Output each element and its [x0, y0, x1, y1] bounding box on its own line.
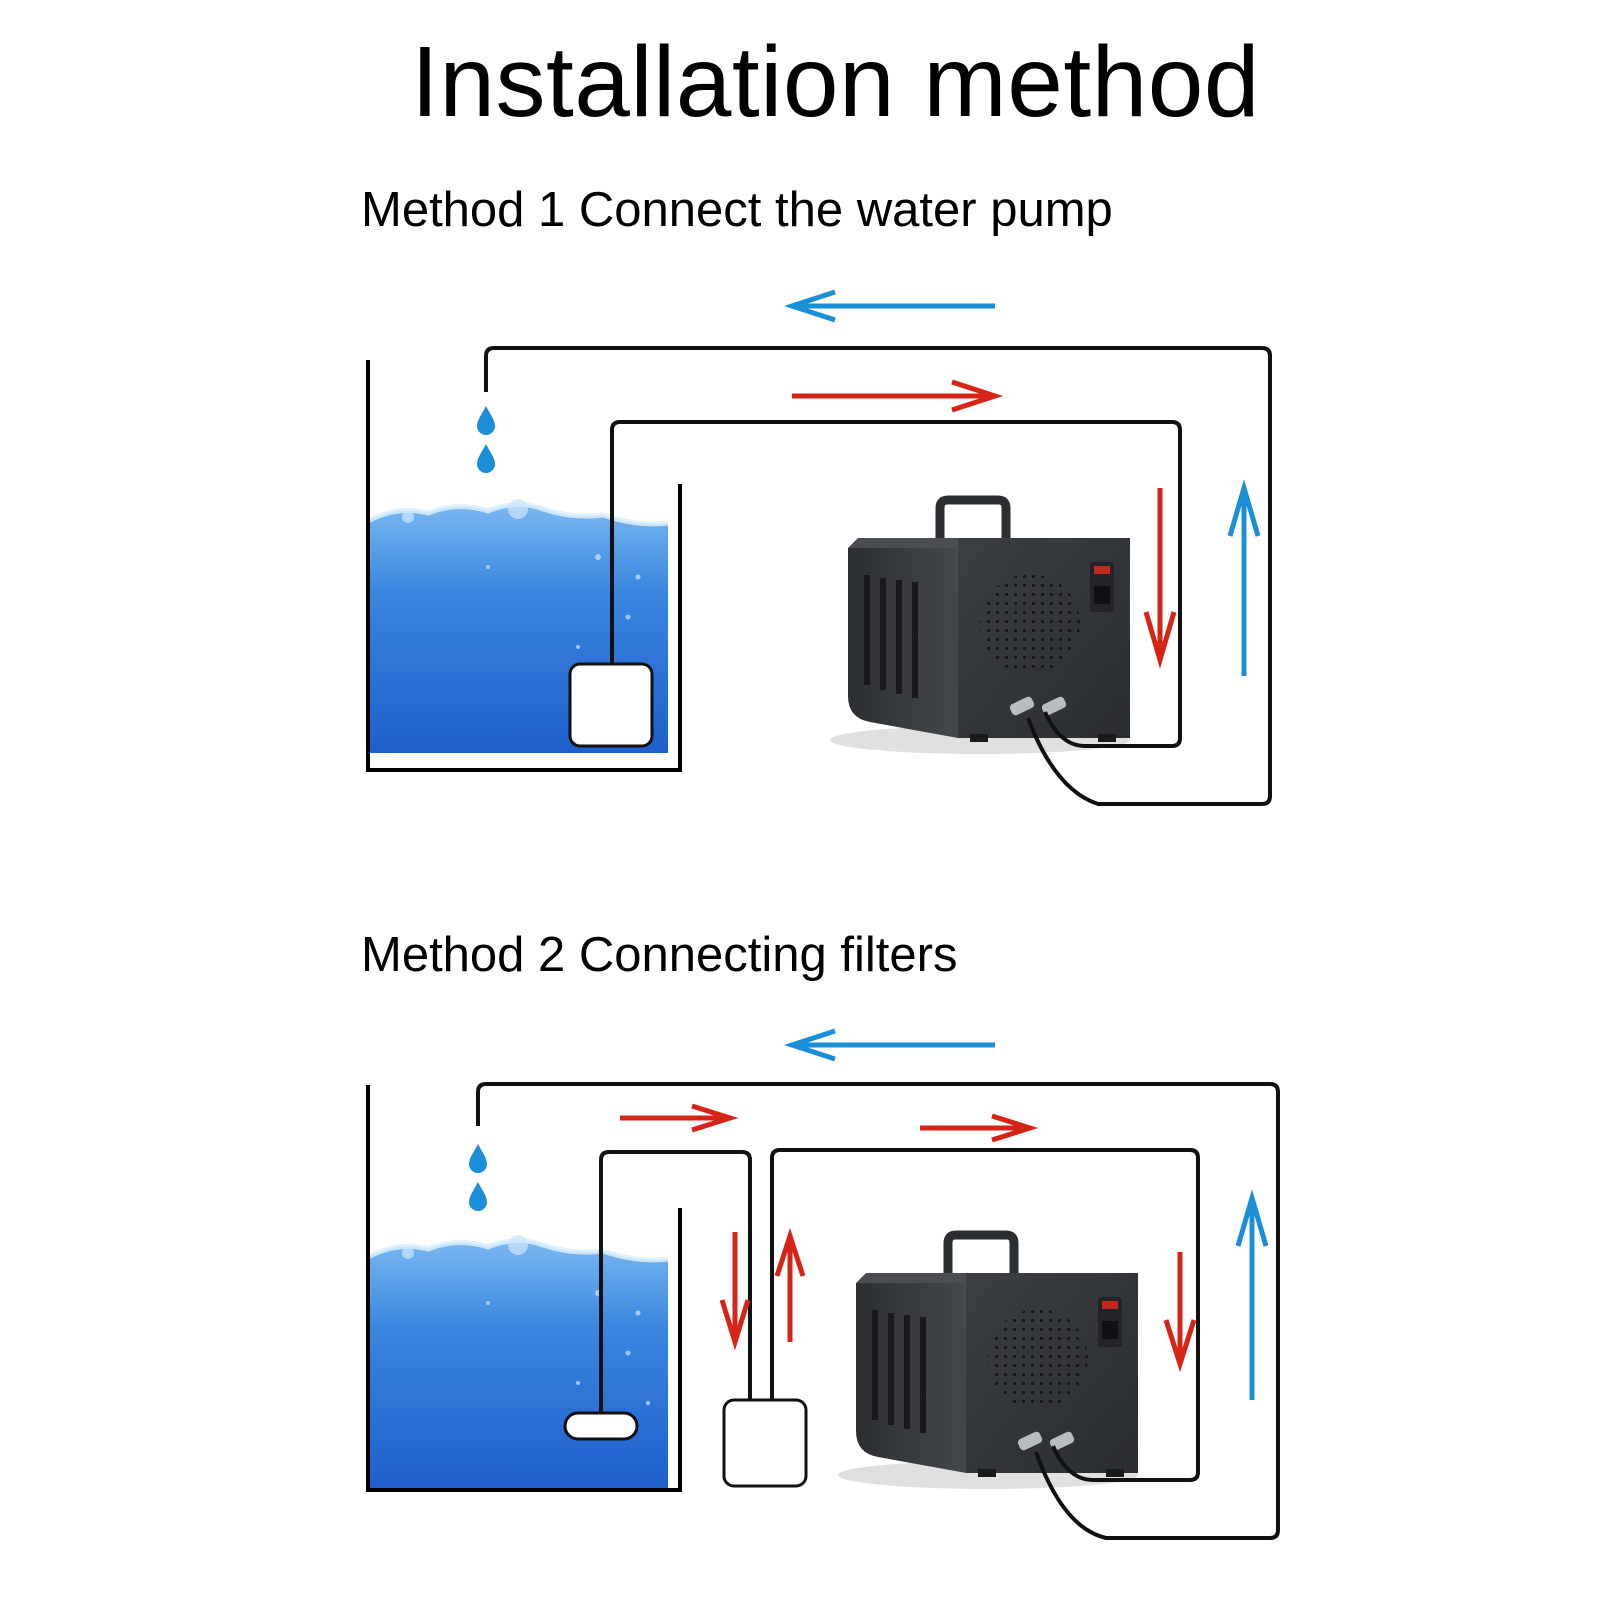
water-tank-fill	[368, 1235, 668, 1489]
flow-arrow-icon	[783, 289, 995, 323]
water-drop-icon	[469, 1144, 487, 1173]
flow-arrow-icon	[620, 1103, 739, 1133]
method-1-heading: Method 1 Connect the water pump	[361, 183, 1113, 237]
water-tank	[366, 1085, 682, 1492]
flow-arrow-icon	[1163, 1252, 1197, 1373]
supply-pipe	[770, 1148, 1200, 1482]
flow-arrow-icon	[920, 1113, 1039, 1143]
flow-arrow-icon	[719, 1232, 751, 1351]
intake-icon	[563, 1411, 639, 1441]
water-drop-icon	[477, 444, 495, 473]
supply-pipe	[610, 420, 1182, 748]
water-drop-icon	[469, 1182, 487, 1211]
flow-arrow-icon	[774, 1227, 806, 1342]
method-2-diagram	[366, 1028, 1280, 1540]
flow-arrow-icon	[783, 1028, 995, 1062]
flow-arrow-icon	[1227, 479, 1261, 676]
return-pipe	[476, 1082, 1280, 1540]
return-pipe	[484, 346, 1272, 806]
water-drop-icon	[477, 406, 495, 435]
page-title: Installation method	[411, 26, 1260, 138]
flow-arrow-icon	[792, 379, 1004, 413]
filter-icon	[722, 1398, 808, 1488]
flow-arrow-icon	[1235, 1189, 1269, 1400]
inlet-pipe	[599, 1150, 752, 1413]
chiller-unit-icon	[830, 500, 1130, 754]
pump-icon	[568, 662, 654, 748]
flow-arrow-icon	[1143, 488, 1177, 669]
method-2-heading: Method 2 Connecting filters	[361, 928, 958, 982]
method-1-diagram	[366, 289, 1272, 806]
chiller-unit-icon	[838, 1235, 1138, 1489]
water-tank	[366, 360, 682, 772]
